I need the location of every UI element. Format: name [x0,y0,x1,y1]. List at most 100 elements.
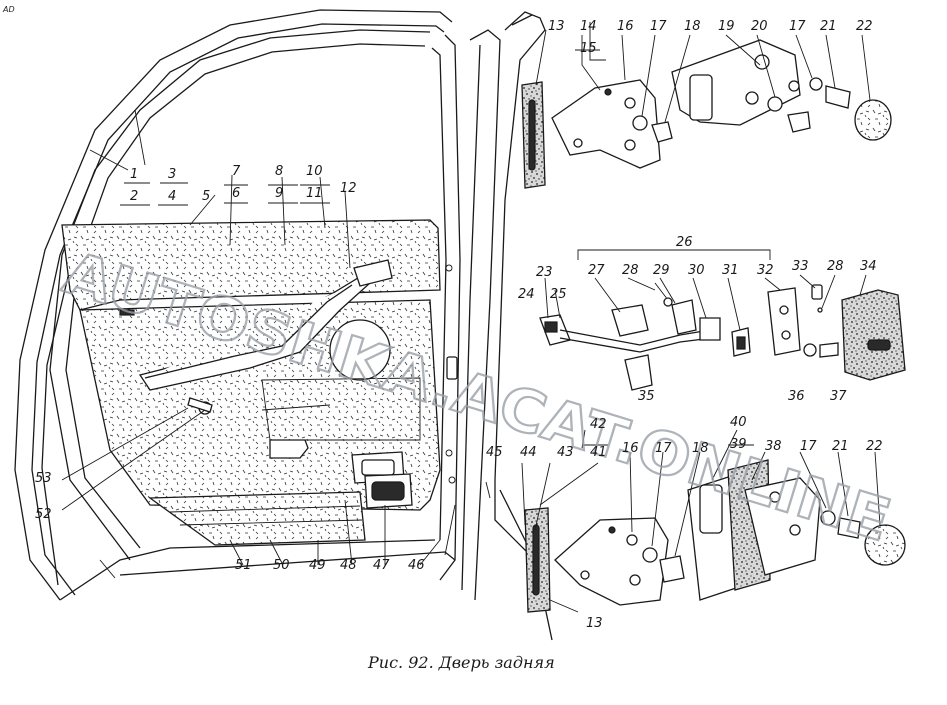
callout-40: 40 [730,415,747,430]
callout-7: 7 [232,164,241,179]
callout-18-lower: 18 [692,441,709,456]
callout-29: 29 [653,263,670,278]
striker-plate-32 [767,287,801,356]
callout-51: 51 [235,558,252,573]
callout-28-b: 28 [827,259,844,274]
callout-9: 9 [275,186,283,201]
inner-handle [353,259,393,287]
callout-13-upper: 13 [548,19,565,34]
callout-17-upper-b: 17 [789,19,806,34]
window-winder-bezel [329,319,391,381]
callout-21-lower: 21 [832,439,849,454]
callout-36: 36 [788,389,805,404]
callout-24: 24 [518,287,535,302]
callout-48: 48 [340,558,357,573]
callout-37: 37 [830,389,847,404]
pocket-opening [371,481,405,501]
callout-23: 23 [536,265,553,280]
bolt-21b [837,517,861,539]
callout-39: 39 [730,437,747,452]
callout-underlines [120,49,754,446]
upper-hinge-assembly [521,39,892,189]
bolt-18b [659,555,685,583]
callout-20: 20 [751,19,768,34]
callout-17-lower-b: 17 [800,439,817,454]
callout-32: 32 [757,263,774,278]
bolt-21 [825,85,851,109]
lock-cover-34 [841,289,906,381]
callout-41: 41 [590,445,607,460]
callout-33: 33 [792,259,809,274]
callout-6: 6 [232,186,240,201]
check-bracket-29 [671,299,697,335]
screw-20 [787,111,811,133]
hinge-pin-upper [689,74,713,121]
callout-34: 34 [860,259,877,274]
callout-53: 53 [35,471,52,486]
callout-18-upper: 18 [684,19,701,34]
cap-22b [864,524,906,566]
leader-lines [61,22,881,613]
check-stop-35 [624,354,653,391]
callout-12: 12 [340,181,357,196]
callout-1: 1 [130,167,138,182]
lower-hinge-assembly [524,459,906,613]
callout-27: 27 [588,263,605,278]
callout-43: 43 [557,445,574,460]
callout-26: 26 [676,235,693,250]
callout-31: 31 [722,263,739,278]
callout-25: 25 [550,287,567,302]
callout-labels: 1 2 3 4 5 6 7 8 9 10 11 12 13 14 15 16 1… [35,19,883,631]
callout-17-lower-a: 17 [655,441,672,456]
pin-33 [811,284,823,300]
door-check-assembly [539,282,906,391]
callout-50: 50 [273,558,290,573]
callout-46: 46 [408,558,425,573]
callout-17-upper-a: 17 [650,19,667,34]
callout-35: 35 [638,389,655,404]
callout-3: 3 [168,167,176,182]
callout-19: 19 [718,19,735,34]
callout-44: 44 [520,445,537,460]
callout-52: 52 [35,507,52,522]
window-switch [361,459,395,476]
trim-clip [119,309,135,316]
callout-22-upper: 22 [856,19,873,34]
callout-10: 10 [306,164,323,179]
callout-42: 42 [590,417,607,432]
hinge-body-plate [744,477,821,576]
callout-47: 47 [373,558,390,573]
lock-washer-20 [767,96,783,112]
washer-17d [820,510,836,526]
callout-4: 4 [168,189,176,204]
callout-22-lower: 22 [866,439,883,454]
callout-21-upper: 21 [820,19,837,34]
callout-2: 2 [130,189,138,204]
callout-30: 30 [688,263,705,278]
callout-16-lower: 16 [622,441,639,456]
callout-11: 11 [306,186,323,201]
figure-caption: Рис. 92. Дверь задняя [367,653,555,672]
washer-17b [809,77,823,91]
bolt-18 [651,121,673,143]
lock-washer-36 [803,343,817,357]
trim-screw [187,397,213,413]
hinge-pin-lower [699,484,723,534]
lower-trim-strip [148,491,366,546]
callout-16-upper: 16 [617,19,634,34]
washer-17 [632,115,648,131]
corner-mark: AD [2,5,15,14]
callout-28-a: 28 [622,263,639,278]
callout-15: 15 [580,41,597,56]
callout-8: 8 [275,164,283,179]
check-arm-27 [611,304,649,337]
callout-14: 14 [580,19,597,34]
callout-38: 38 [765,439,782,454]
callout-5: 5 [202,189,210,204]
callout-49: 49 [309,558,326,573]
lock-plate [446,356,458,380]
callout-13-lower: 13 [586,616,603,631]
check-roller-30 [699,317,721,341]
cap-22 [854,99,892,141]
